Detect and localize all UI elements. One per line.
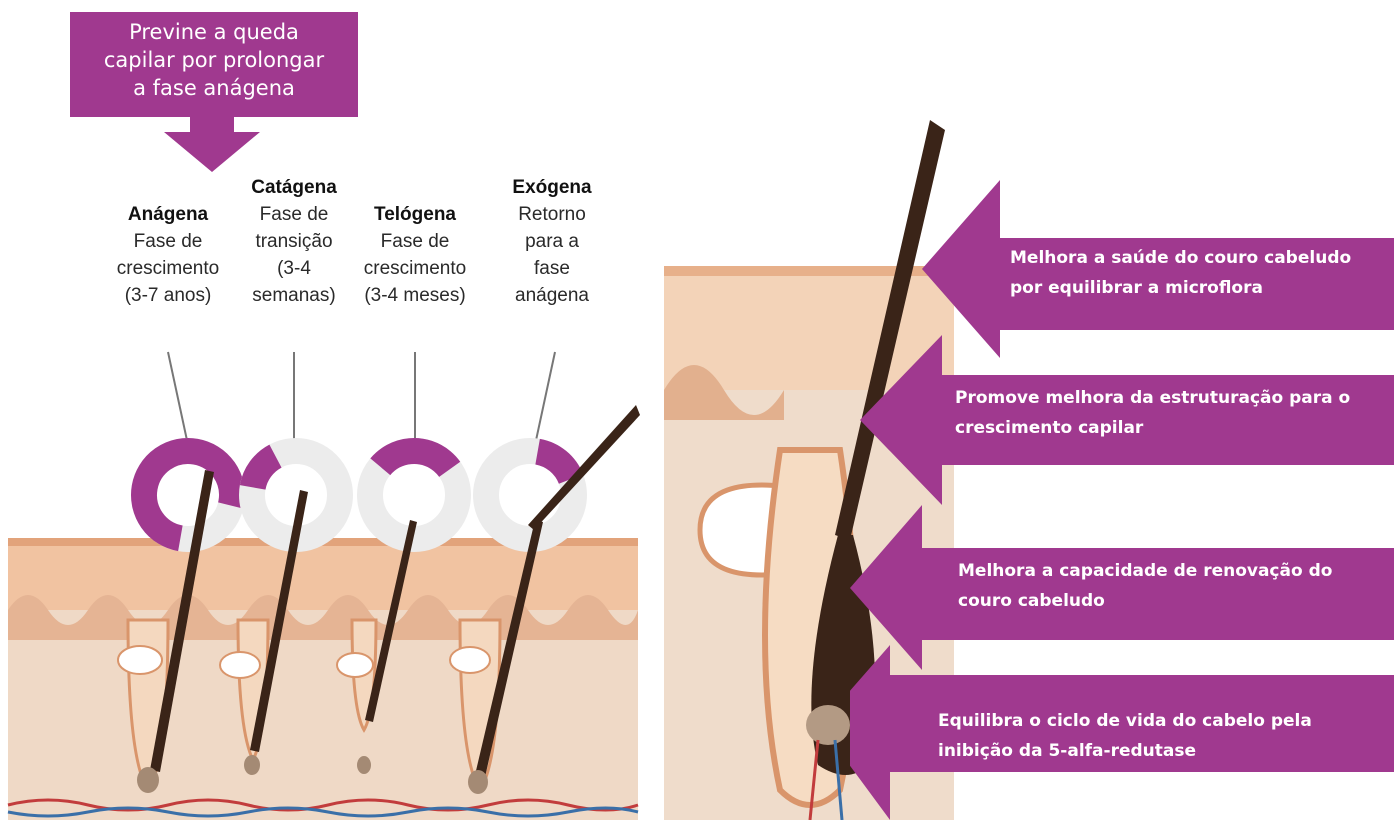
phase-desc-line: Fase de xyxy=(100,228,236,255)
phase-desc-line: Fase de xyxy=(236,201,352,228)
phase-desc-line: fase xyxy=(492,255,612,282)
callout-line: couro cabeludo xyxy=(958,586,1332,616)
top-callout-text: Previne a queda capilar por prolongar a … xyxy=(70,18,358,102)
phase-label-telogena: Telógena Fase de crescimento (3-4 meses) xyxy=(352,201,478,309)
callout-line: por equilibrar a microflora xyxy=(1010,273,1351,303)
phase-desc-line: transição xyxy=(236,228,352,255)
phase-name: Telógena xyxy=(352,201,478,228)
callout-2: Promove melhora da estruturação para o c… xyxy=(955,383,1350,443)
pointer-line-anagena xyxy=(168,352,188,445)
phase-label-catagena: Catágena Fase de transição (3-4 semanas) xyxy=(236,174,352,309)
phase-desc-line: crescimento xyxy=(100,255,236,282)
phase-name: Anágena xyxy=(100,201,236,228)
top-callout-line: a fase anágena xyxy=(70,74,358,102)
phase-name: Catágena xyxy=(236,174,352,201)
phase-name: Exógena xyxy=(492,174,612,201)
phase-ring-anagena xyxy=(137,444,239,546)
callout-line: Equilibra o ciclo de vida do cabelo pela xyxy=(938,706,1312,736)
callout-4: Equilibra o ciclo de vida do cabelo pela… xyxy=(938,706,1312,766)
phase-desc-line: (3-4 xyxy=(236,255,352,282)
dermal-papilla xyxy=(806,705,850,745)
phase-desc-line: crescimento xyxy=(352,255,478,282)
phase-desc-line: semanas) xyxy=(236,282,352,309)
phase-desc-line: anágena xyxy=(492,282,612,309)
phase-desc-line: (3-4 meses) xyxy=(352,282,478,309)
callout-line: inibição da 5-alfa-redutase xyxy=(938,736,1312,766)
callout-line: crescimento capilar xyxy=(955,413,1350,443)
phase-desc-line: para a xyxy=(492,228,612,255)
phase-desc-line: (3-7 anos) xyxy=(100,282,236,309)
callout-1: Melhora a saúde do couro cabeludo por eq… xyxy=(1010,243,1351,303)
phase-desc-line: Retorno xyxy=(492,201,612,228)
top-callout-line: Previne a queda xyxy=(70,18,358,46)
pointer-line-exogena xyxy=(535,352,555,445)
callout-line: Promove melhora da estruturação para o xyxy=(955,383,1350,413)
callout-line: Melhora a capacidade de renovação do xyxy=(958,556,1332,586)
phase-label-exogena: Exógena Retorno para a fase anágena xyxy=(492,174,612,309)
callout-3: Melhora a capacidade de renovação do cou… xyxy=(958,556,1332,616)
top-callout-line: capilar por prolongar xyxy=(70,46,358,74)
phase-label-anagena: Anágena Fase de crescimento (3-7 anos) xyxy=(100,201,236,309)
phase-desc-line: Fase de xyxy=(352,228,478,255)
callout-line: Melhora a saúde do couro cabeludo xyxy=(1010,243,1351,273)
